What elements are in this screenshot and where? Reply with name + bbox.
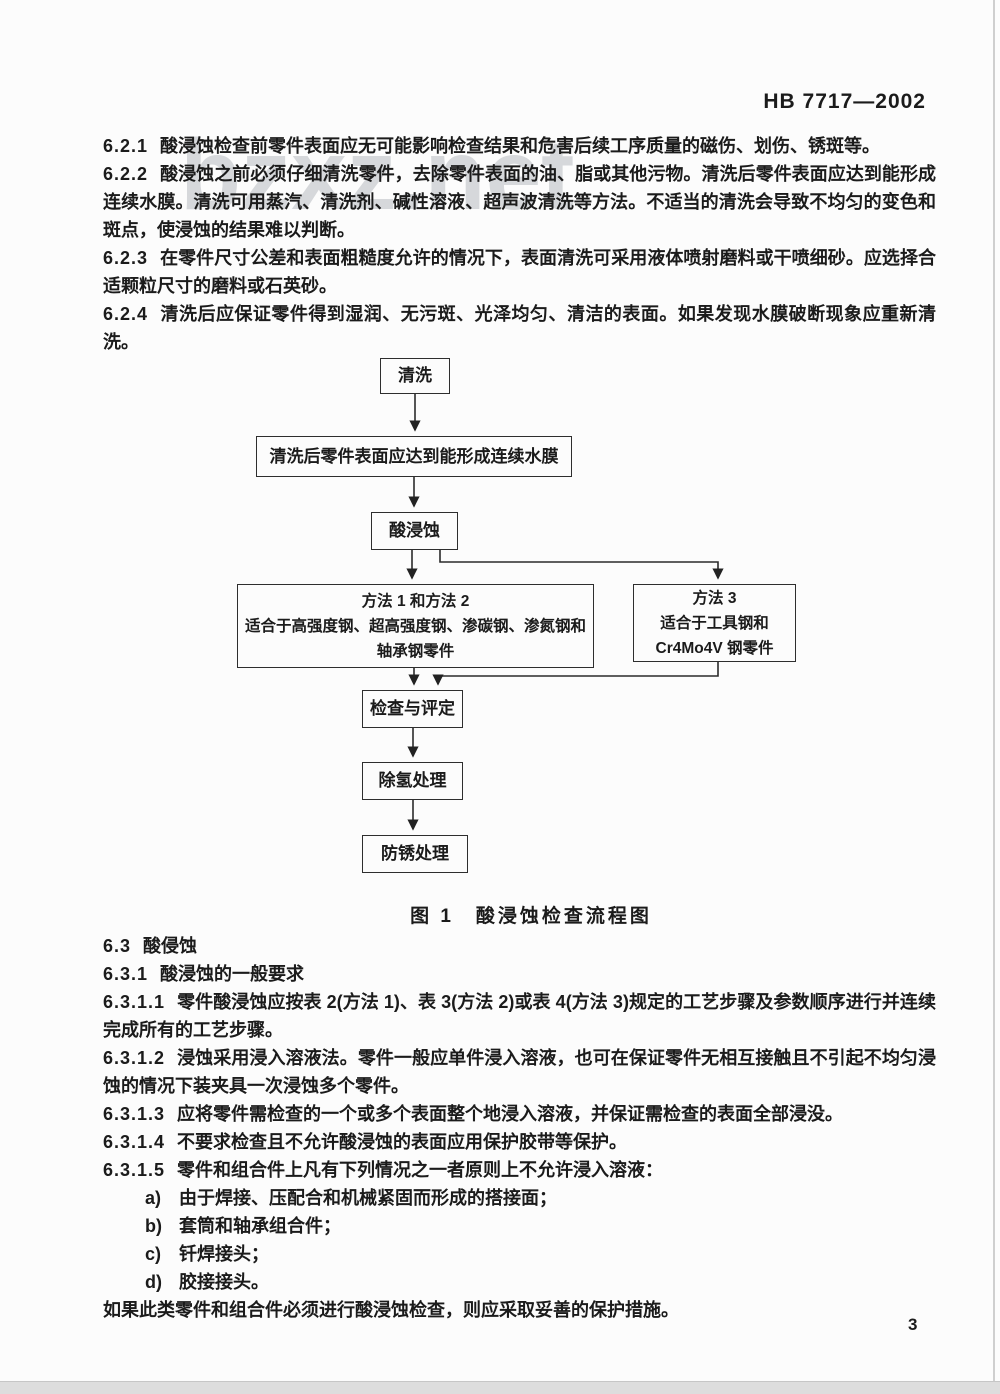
flow-step-inspect-evaluate: 检查与评定 [362,690,463,728]
clause-number: 6.2.4 [103,304,149,324]
list-item-text: 由于焊接、压配合和机械紧固而形成的搭接面； [179,1188,557,1208]
exception-closing-note: 如果此类零件和组合件必须进行酸浸蚀检查，则应采取妥善的保护措施。 [103,1300,679,1320]
clause-number: 6.3.1.5 [103,1160,166,1180]
flow-step-water-film-label: 清洗后零件表面应达到能形成连续水膜 [269,446,559,466]
page-number: 3 [908,1315,918,1334]
flow-step-water-film: 清洗后零件表面应达到能形成连续水膜 [256,436,572,477]
list-item-text: 胶接接头。 [179,1272,269,1292]
clause-text: 酸浸蚀之前必须仔细清洗零件，去除零件表面的油、脂或其他污物。清洗后零件表面应达到… [103,164,936,240]
flow-step-clean: 清洗 [380,358,450,394]
clause-text: 酸浸蚀检查前零件表面应无可能影响检查结果和危害后续工序质量的磁伤、划伤、锈斑等。 [160,136,881,156]
clause-number: 6.3 [103,936,132,956]
flow-branch-method-3: 方法 3 适合于工具钢和 Cr4Mo4V 钢零件 [633,584,796,662]
flow-branch-method-1-2-label: 方法 1 和方法 2 适合于高强度钢、超高强度钢、渗碳钢、渗氮钢和 轴承钢零件 [244,592,586,660]
clause-number: 6.3.1.2 [103,1048,166,1068]
clause-text: 浸蚀采用浸入溶液法。零件一般应单件浸入溶液，也可在保证零件无相互接触且不引起不均… [103,1048,936,1096]
clause-text: 在零件尺寸公差和表面粗糙度允许的情况下，表面清洗可采用液体喷射磨料或干喷细砂。应… [103,248,936,296]
clause-6-3-1: 6.3.1 酸浸蚀的一般要求 [103,960,936,988]
clause-text: 酸侵蚀 [143,936,198,956]
clause-text: 应将零件需检查的一个或多个表面整个地浸入溶液，并保证需检查的表面全部浸没。 [177,1104,844,1124]
clause-6-3-1-3: 6.3.1.3 应将零件需检查的一个或多个表面整个地浸入溶液，并保证需检查的表面全… [103,1100,936,1128]
clause-number: 6.2.3 [103,248,149,268]
watermark-text: bzxz.net [180,119,575,231]
clause-text: 零件和组合件上凡有下列情况之一者原则上不允许浸入溶液： [177,1160,664,1180]
clause-text: 不要求检查且不允许酸浸蚀的表面应用保护胶带等保护。 [177,1132,628,1152]
figure-caption: 图 1 酸浸蚀检查流程图 [410,906,652,927]
flow-step-antirust: 防锈处理 [362,835,468,873]
flow-step-acid-etch-label: 酸浸蚀 [389,521,440,540]
list-item-marker: b) [145,1216,162,1236]
clause-number: 6.2.1 [103,136,149,156]
acid-etch-inspection-flowchart: 清洗 清洗后零件表面应达到能形成连续水膜 酸浸蚀 方法 1 和方法 2 适合于高… [0,352,1000,882]
clause-number: 6.3.1 [103,964,149,984]
clause-6-3-1-5: 6.3.1.5 零件和组合件上凡有下列情况之一者原则上不允许浸入溶液： [103,1156,936,1184]
flow-branch-method-1-2: 方法 1 和方法 2 适合于高强度钢、超高强度钢、渗碳钢、渗氮钢和 轴承钢零件 [237,584,594,668]
clauses-top-block: 6.2.1 酸浸蚀检查前零件表面应无可能影响检查结果和危害后续工序质量的磁伤、划伤… [103,132,936,356]
clause-number: 6.3.1.3 [103,1104,166,1124]
flow-step-inspect-evaluate-label: 检查与评定 [370,699,455,718]
flow-step-dehydrogenation: 除氢处理 [362,762,463,800]
scan-right-edge [993,0,995,1382]
scan-bottom-edge [0,1381,1000,1394]
list-item-a: a) 由于焊接、压配合和机械紧固而形成的搭接面； [103,1184,936,1212]
clause-text: 零件酸浸蚀应按表 2(方法 1)、表 3(方法 2)或表 4(方法 3)规定的工… [103,992,936,1040]
flow-step-acid-etch: 酸浸蚀 [371,512,458,550]
flow-branch-method-3-label: 方法 3 适合于工具钢和 Cr4Mo4V 钢零件 [655,589,774,657]
clause-6-3-1-4: 6.3.1.4 不要求检查且不允许酸浸蚀的表面应用保护胶带等保护。 [103,1128,936,1156]
list-item-text: 钎焊接头； [179,1244,269,1264]
clause-number: 6.3.1.4 [103,1132,166,1152]
flow-step-dehydrogenation-label: 除氢处理 [378,771,447,790]
clause-number: 6.3.1.1 [103,992,166,1012]
list-item-text: 套筒和轴承组合件； [179,1216,341,1236]
clause-6-3: 6.3 酸侵蚀 [103,932,936,960]
list-item-marker: d) [145,1272,162,1292]
list-item-b: b) 套筒和轴承组合件； [103,1212,936,1240]
flow-step-antirust-label: 防锈处理 [381,844,449,863]
list-item-marker: c) [145,1244,162,1264]
clause-text: 酸浸蚀的一般要求 [160,964,305,984]
list-item-d: d) 胶接接头。 [103,1268,936,1296]
clause-number: 6.2.2 [103,164,149,184]
list-item-marker: a) [145,1188,162,1208]
clause-6-2-1: 6.2.1 酸浸蚀检查前零件表面应无可能影响检查结果和危害后续工序质量的磁伤、划伤… [103,132,936,160]
flowchart-connectors [406,394,724,831]
list-item-c: c) 钎焊接头； [103,1240,936,1268]
standard-number-header: HB 7717—2002 [763,90,926,113]
clause-text: 清洗后应保证零件得到湿润、无污斑、光泽均匀、清洁的表面。如果发现水膜破断现象应重… [103,304,936,352]
flow-step-clean-label: 清洗 [398,366,432,385]
